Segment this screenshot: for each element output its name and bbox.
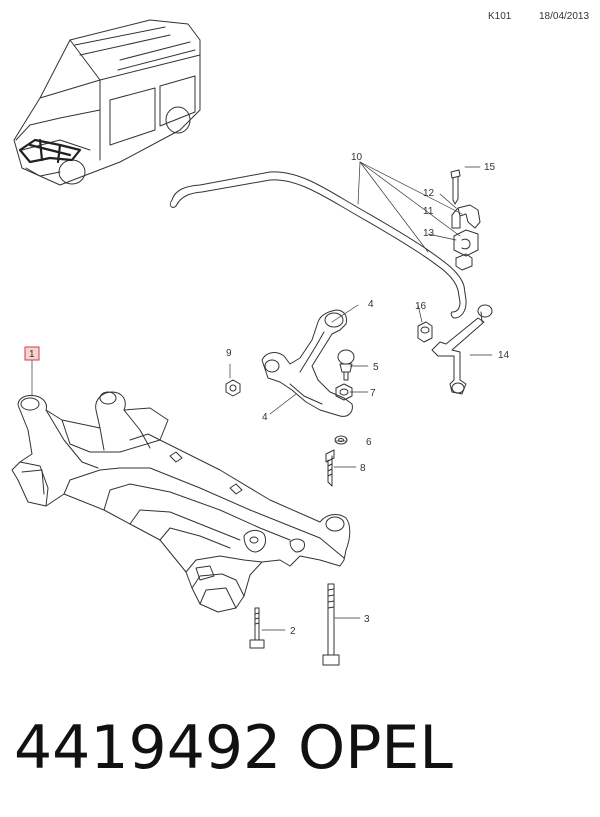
control-arm bbox=[261, 309, 353, 417]
callout-12: 12 bbox=[423, 188, 435, 199]
subframe-bolt-long bbox=[322, 583, 340, 666]
callout-16: 16 bbox=[415, 301, 427, 312]
vehicle-thumbnail bbox=[13, 19, 201, 186]
ball-joint bbox=[337, 349, 355, 381]
bush bbox=[453, 229, 479, 271]
callout-7: 7 bbox=[370, 388, 376, 399]
callout-1-box bbox=[24, 346, 40, 361]
callout-10: 10 bbox=[351, 152, 363, 163]
ball-joint-nut bbox=[335, 383, 353, 401]
callout-4-bottom: 4 bbox=[262, 412, 268, 423]
clamp-bolt bbox=[450, 169, 461, 205]
parts-diagram: 1 2 3 4 4 5 6 7 8 9 10 11 12 13 14 15 16 bbox=[11, 19, 510, 666]
callout-14: 14 bbox=[498, 350, 510, 361]
callout-13: 13 bbox=[423, 228, 435, 239]
callout-6: 6 bbox=[366, 437, 372, 448]
callout-4-top: 4 bbox=[368, 299, 374, 310]
part-number: 4419492 bbox=[14, 713, 282, 783]
stabiliser-link bbox=[431, 304, 493, 395]
brand-name: OPEL bbox=[298, 713, 453, 783]
front-subframe bbox=[11, 391, 351, 613]
stabiliser-bar bbox=[169, 171, 467, 319]
washer bbox=[334, 435, 348, 445]
callout-15: 15 bbox=[484, 162, 496, 173]
van-subframe-highlight bbox=[18, 138, 82, 164]
link-nut bbox=[417, 321, 433, 343]
callout-9: 9 bbox=[226, 348, 232, 359]
bush-clamp bbox=[451, 204, 481, 229]
diagram-date: 18/04/2013 bbox=[539, 11, 590, 22]
subframe-bolt-short bbox=[249, 607, 265, 649]
leader-lines bbox=[31, 161, 493, 631]
control-arm-nut bbox=[225, 379, 241, 397]
diagram-code: K101 bbox=[488, 11, 512, 22]
callout-3: 3 bbox=[364, 614, 370, 625]
callout-1: 1 bbox=[29, 349, 35, 360]
callout-2: 2 bbox=[290, 626, 296, 637]
callout-5: 5 bbox=[373, 362, 379, 373]
arm-bolt bbox=[325, 449, 335, 487]
callout-11: 11 bbox=[423, 206, 434, 217]
callout-8: 8 bbox=[360, 463, 366, 474]
